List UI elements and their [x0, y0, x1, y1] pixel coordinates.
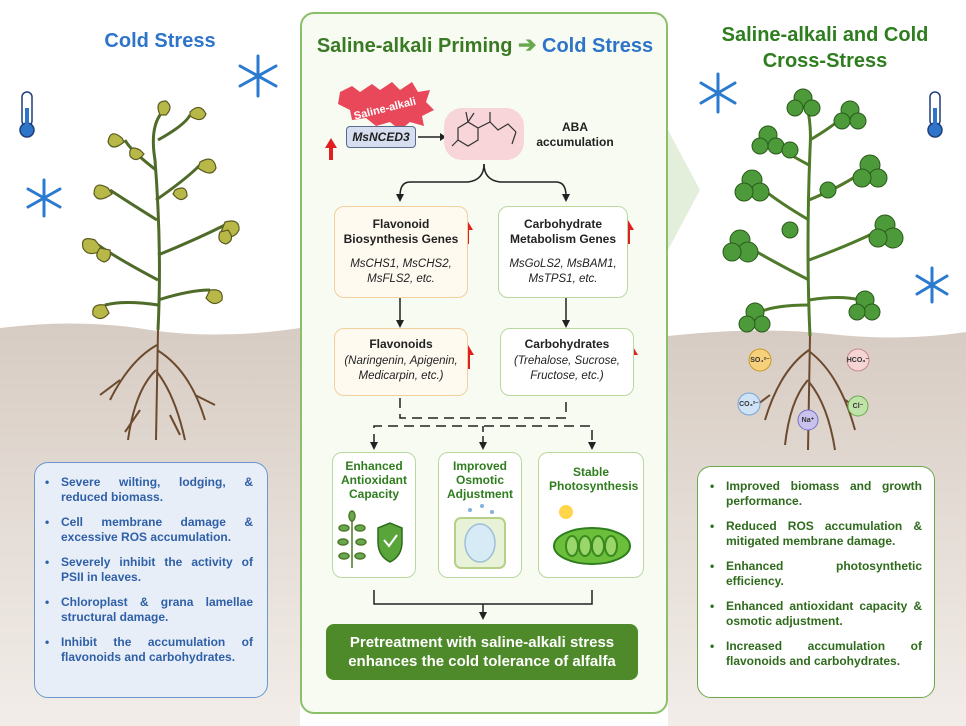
carbohydrate-genes-list: MsGoLS2, MsBAM1, MsTPS1, etc.: [509, 258, 617, 285]
carbohydrate-genes-heading: Carbohydrate Metabolism Genes: [509, 217, 617, 246]
shield-icon: [377, 522, 403, 563]
left-bullet: • Severe wilting, lodging, & reduced biom…: [45, 475, 253, 505]
bullet-dot: •: [710, 599, 715, 613]
left-plant-leaves: [81, 100, 240, 320]
right-plant-roots: [749, 335, 866, 451]
snowflake-icon-3: [699, 72, 737, 114]
center-title-cold: Cold Stress: [542, 35, 654, 57]
flavonoid-genes-list: MsCHS1, MsCHS2, MsFLS2, etc.: [350, 258, 452, 285]
right-plant-leaves: [722, 88, 904, 333]
bullet-dot: •: [710, 639, 715, 653]
bullet-dot: •: [45, 475, 50, 489]
conclusion-banner: Pretreatment with saline-alkali stress e…: [326, 624, 638, 680]
left-bullet: • Chloroplast & grana lamellae structural…: [45, 595, 253, 625]
aba-molecule-icon: [451, 111, 517, 147]
flavonoid-genes-heading: Flavonoid Biosynthesis Genes: [343, 217, 459, 246]
bullet-dot: •: [710, 559, 715, 573]
ion-bubble-so4: [748, 348, 772, 372]
right-bullet-text: Improved biomass and growth performance.: [726, 479, 922, 508]
bullet-dot: •: [45, 635, 50, 649]
right-effects-box: • Improved biomass and growth performance…: [697, 466, 935, 698]
antioxidant-effect-title: Enhanced Antioxidant Capacity: [341, 459, 407, 501]
ion-label-cl: Cl⁻: [852, 403, 864, 410]
plant-sprig-icon: [337, 510, 367, 568]
ion-label-so4: SO₄²⁻: [750, 357, 770, 364]
bullet-dot: •: [45, 595, 50, 609]
up-arrow-nced: [325, 138, 337, 160]
flavonoids-box: Flavonoids (Naringenin, Apigenin, Medica…: [334, 328, 468, 396]
left-bullet: • Severely inhibit the activity of PSII i…: [45, 555, 253, 585]
right-panel-title: Saline-alkali and Cold Cross-Stress: [721, 24, 929, 72]
ion-label-co3: CO₃²⁻: [739, 401, 759, 408]
bullet-dot: •: [45, 515, 50, 529]
flavonoid-genes-box: Flavonoid Biosynthesis Genes MsCHS1, MsC…: [334, 206, 468, 298]
left-panel-title: Cold Stress: [104, 30, 216, 52]
bullet-dot: •: [710, 479, 715, 493]
photosynthesis-effect-title: Stable Photosynthesis: [549, 465, 639, 493]
ion-label-hco3: HCO₃⁻: [846, 357, 870, 364]
left-plant-stems: [97, 114, 226, 331]
carbohydrates-heading: Carbohydrates: [524, 337, 610, 351]
ion-bubble-co3: [737, 392, 761, 416]
left-plant-roots: [99, 329, 216, 441]
bullet-dot: •: [710, 519, 715, 533]
ion-bubble-cl: [847, 395, 869, 417]
left-bullet-text: Severe wilting, lodging, & reduced bioma…: [61, 475, 253, 504]
right-bullet-text: Increased accumulation of flavonoids and…: [726, 639, 922, 668]
right-bullet-text: Enhanced antioxidant capacity & osmotic …: [726, 599, 922, 628]
vacuole-icon: [464, 523, 496, 563]
carbohydrate-genes-box: Carbohydrate Metabolism Genes MsGoLS2, M…: [498, 206, 628, 298]
snowflake-icon-1: [238, 54, 278, 98]
left-bullet-text: Cell membrane damage & excessive ROS acc…: [61, 515, 253, 544]
aba-accumulation-label: ABA accumulation: [536, 120, 614, 149]
right-bullet: • Reduced ROS accumulation & mitigated me…: [710, 519, 922, 549]
left-bullet-text: Chloroplast & grana lamellae structural …: [61, 595, 253, 624]
left-bullet-text: Inhibit the accumulation of flavonoids a…: [61, 635, 253, 664]
sun-icon: [559, 505, 573, 519]
left-effects-box: • Severe wilting, lodging, & reduced biom…: [34, 462, 268, 698]
osmotic-effect-title: Improved Osmotic Adjustment: [447, 459, 513, 501]
left-bullet: • Inhibit the accumulation of flavonoids …: [45, 635, 253, 665]
center-title-arrow: ➔: [518, 32, 537, 57]
right-bullet-text: Enhanced photosynthetic efficiency.: [726, 559, 922, 588]
right-bullet: • Improved biomass and growth performance…: [710, 479, 922, 509]
bullet-dot: •: [45, 555, 50, 569]
right-bullet: • Enhanced photosynthetic efficiency.: [710, 559, 922, 589]
right-bullet: • Increased accumulation of flavonoids an…: [710, 639, 922, 669]
right-bullet-text: Reduced ROS accumulation & mitigated mem…: [726, 519, 922, 548]
left-bullet-text: Severely inhibit the activity of PSII in…: [61, 555, 253, 584]
center-title-priming: Saline-alkali Priming: [316, 35, 513, 57]
carbohydrates-list: (Trehalose, Sucrose, Fructose, etc.): [514, 355, 620, 382]
right-bullet: • Enhanced antioxidant capacity & osmotic…: [710, 599, 922, 629]
flavonoids-heading: Flavonoids: [369, 337, 433, 351]
snowflake-icon-2: [26, 178, 62, 218]
aba-molecule-bg: [444, 108, 524, 160]
left-bullet: • Cell membrane damage & excessive ROS ac…: [45, 515, 253, 545]
thermometer-icon-left: [19, 91, 35, 138]
flavonoids-list: (Naringenin, Apigenin, Medicarpin, etc.): [344, 355, 458, 382]
msnced3-gene-pill: MsNCED3: [346, 126, 416, 148]
saline-alkali-starburst: [338, 82, 434, 130]
ion-bubble-na: [797, 409, 819, 431]
snowflake-icon-4: [915, 266, 949, 304]
osmotic-effect-box: Improved Osmotic Adjustment: [438, 452, 522, 578]
ion-label-na: Na⁺: [801, 417, 815, 424]
ion-bubble-hco3: [846, 348, 870, 372]
center-panel-title: Saline-alkali Priming ➔ Cold Stress: [302, 32, 668, 58]
carbohydrates-box: Carbohydrates (Trehalose, Sucrose, Fruct…: [500, 328, 634, 396]
thermometer-icon-right: [927, 91, 943, 138]
